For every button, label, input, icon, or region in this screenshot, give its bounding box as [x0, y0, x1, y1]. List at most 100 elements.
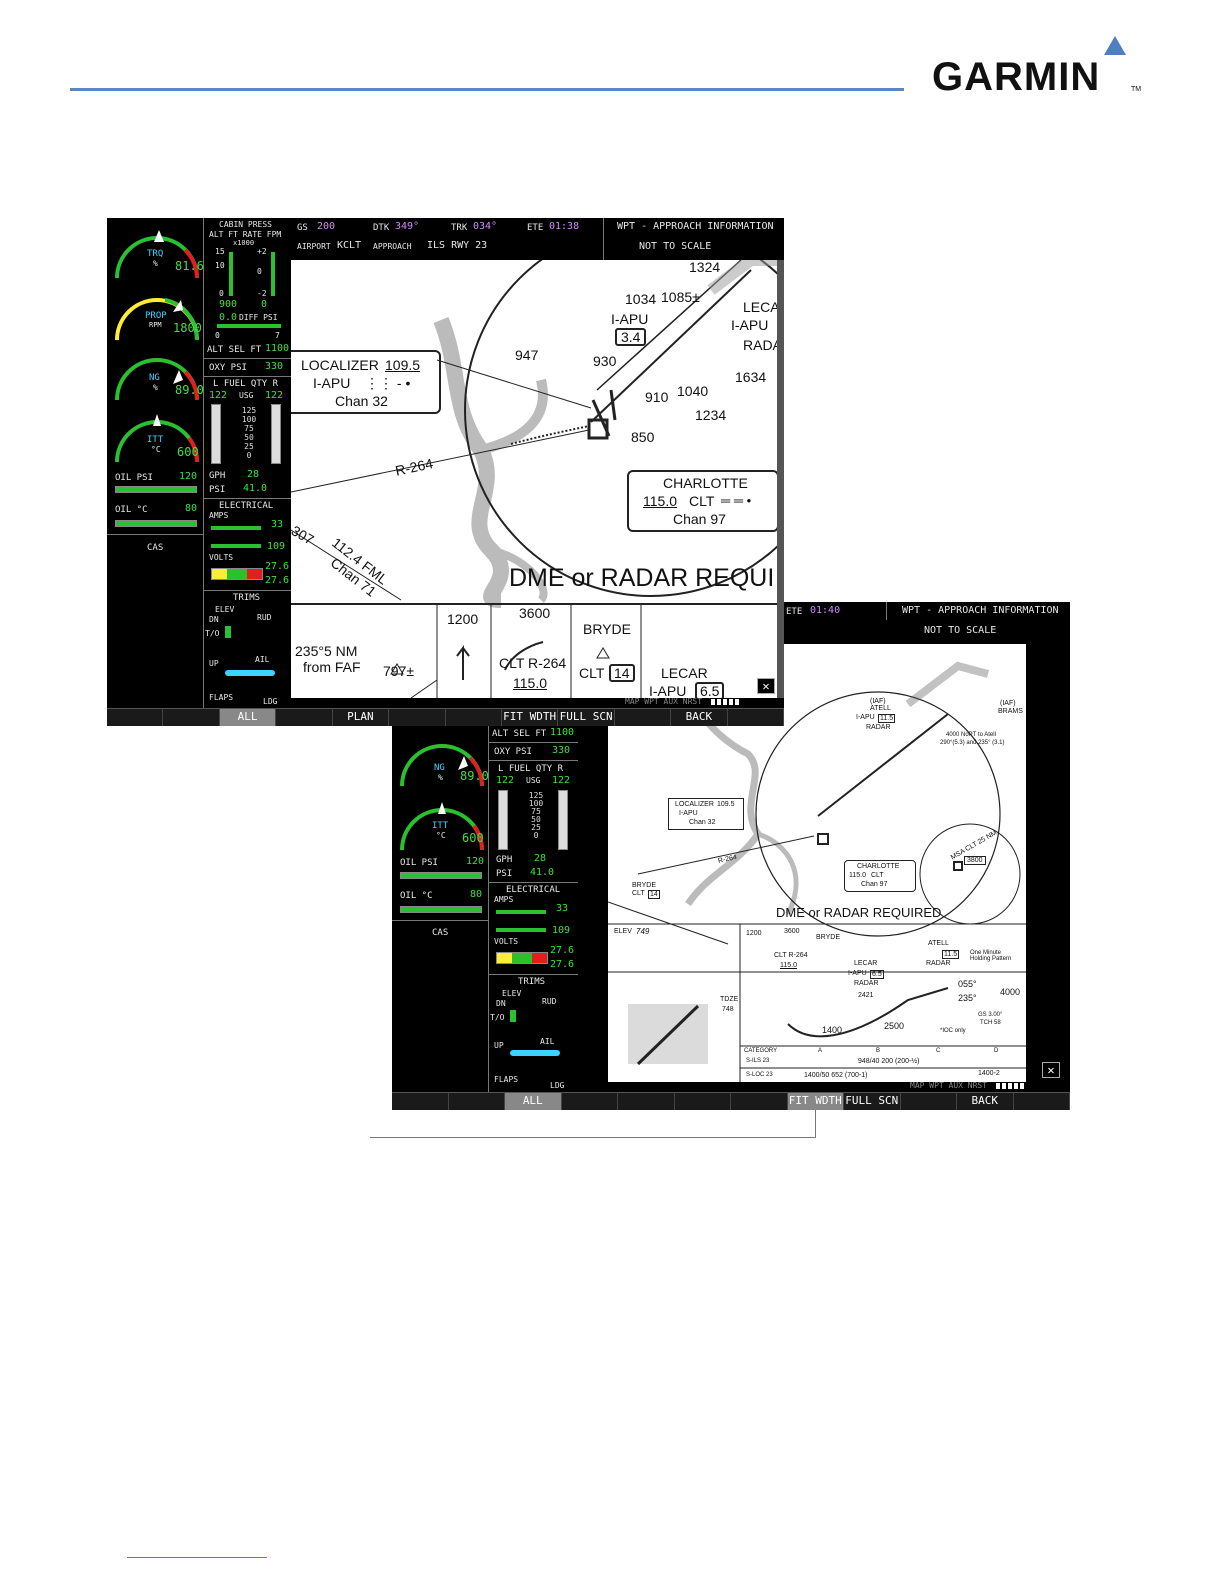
softkey-back[interactable]: BACK	[671, 708, 728, 726]
softkey-full-screen[interactable]: FULL SCN	[558, 708, 615, 726]
chart-scrollbar[interactable]	[777, 260, 784, 698]
volts-2-value: 27.6	[550, 959, 575, 970]
softkey-10[interactable]	[900, 1092, 957, 1110]
rud-trim-label: RUD	[257, 613, 272, 622]
localizer-title: LOCALIZER	[675, 801, 714, 808]
psi-value: 41.0	[243, 483, 268, 494]
ng-unit: %	[438, 773, 443, 782]
softkey-7[interactable]	[445, 708, 502, 726]
ng-value: 89.0	[460, 769, 489, 783]
amps-2-value: 109	[267, 541, 286, 552]
softkey-4[interactable]	[561, 1092, 618, 1110]
softkey-back[interactable]: BACK	[957, 1092, 1014, 1110]
softkey-1[interactable]	[107, 708, 164, 726]
volts-1-value: 27.6	[265, 561, 290, 572]
oxy-label: OXY PSI	[494, 747, 532, 757]
softkey-4[interactable]	[276, 708, 333, 726]
oil-c-label: OIL °C	[400, 891, 433, 901]
atell-fix: ATELL	[870, 705, 891, 712]
fuel-left-gauge	[498, 790, 508, 850]
trims-title: TRIMS	[233, 593, 261, 603]
prop-label: PROP	[145, 311, 167, 321]
dtk-label: DTK	[373, 223, 390, 233]
volts-label: VOLTS	[209, 553, 234, 562]
charlotte-id: CLT	[871, 872, 884, 879]
close-icon[interactable]: ✕	[1042, 1062, 1060, 1078]
profile-1200: 1200	[746, 930, 762, 937]
itt-unit: °C	[436, 831, 446, 840]
softkey-7[interactable]	[731, 1092, 788, 1110]
softkey-fit-width[interactable]: FIT WDTH	[787, 1092, 844, 1110]
amps-bar-1	[211, 526, 261, 530]
page-group-dots	[711, 699, 741, 705]
amps-1-value: 33	[271, 519, 284, 530]
fuel-qty-title: L FUEL QTY R	[213, 379, 279, 389]
softkey-all[interactable]: ALL	[219, 708, 277, 726]
softkey-2[interactable]	[163, 708, 220, 726]
profile-lecar-radar: RADAR	[854, 980, 879, 987]
profile-2500: 2500	[884, 1021, 905, 1031]
trademark-mark: TM	[1131, 86, 1142, 93]
elev-trim-indicator	[225, 626, 231, 638]
charlotte-name: CHARLOTTE	[857, 863, 900, 870]
cabin-rate-scale-minus2: -2	[257, 289, 267, 298]
oil-temp-bar	[400, 906, 482, 913]
atell-iaf: (IAF)	[870, 698, 886, 705]
softkey-10[interactable]	[614, 708, 672, 726]
softkey-full-screen[interactable]: FULL SCN	[844, 1092, 901, 1110]
volts-1-value: 27.6	[550, 945, 575, 956]
elev-label: ELEV	[614, 928, 632, 935]
itt-label: ITT	[147, 435, 164, 445]
softkey-bar: ALL FIT WDTH FULL SCN BACK	[392, 1092, 1070, 1110]
ng-value: 89.0	[175, 383, 204, 397]
tdze-label: TDZE	[720, 996, 739, 1003]
trq-value: 81.6	[175, 259, 204, 273]
softkey-2[interactable]	[448, 1092, 505, 1110]
oil-c-value: 80	[185, 503, 198, 514]
softkey-6[interactable]	[389, 708, 446, 726]
softkey-1[interactable]	[392, 1092, 449, 1110]
softkey-5[interactable]	[618, 1092, 675, 1110]
elev-947: 947	[515, 347, 539, 363]
close-icon[interactable]: ✕	[757, 678, 775, 694]
amps-label: AMPS	[494, 895, 514, 904]
softkey-all[interactable]: ALL	[505, 1092, 562, 1110]
ete-value: 01:40	[810, 605, 841, 616]
fuel-right-value: 122	[265, 390, 284, 401]
ail-trim-label: AIL	[255, 655, 270, 664]
cabin-alt-bar	[229, 252, 233, 296]
charlotte-name: CHARLOTTE	[663, 475, 748, 491]
lecar-label: LECA	[743, 299, 779, 315]
top-nav-bar: GS 200 DTK 349° TRK 034° ETE 01:38 WPT -…	[291, 218, 784, 261]
cabin-rate-value: 0	[261, 299, 268, 310]
to-label: T/O	[205, 629, 220, 638]
softkey-plan[interactable]: PLAN	[332, 708, 390, 726]
softkey-6[interactable]	[674, 1092, 731, 1110]
charlotte-id: CLT	[689, 493, 715, 509]
profile-115: 115.0	[513, 675, 547, 691]
sloc-minimums: 1400/50 652 (700-1)	[804, 1072, 868, 1079]
gph-value: 28	[247, 469, 260, 480]
profile-797: 797±	[383, 663, 415, 679]
approach-chart-zoomed[interactable]: LOCALIZER 109.5 I-APU ⋮⋮ - • Chan 32 CHA…	[291, 260, 779, 698]
volts-2-value: 27.6	[265, 575, 290, 586]
softkey-12[interactable]	[727, 708, 784, 726]
itt-label: ITT	[432, 821, 449, 831]
category-label: CATEGORY	[744, 1048, 778, 1054]
gph-label: GPH	[496, 855, 513, 865]
oxy-value: 330	[265, 361, 284, 372]
bryde-fix: BRYDE	[632, 882, 656, 889]
bryde-clt: CLT	[632, 890, 645, 897]
softkey-12[interactable]	[1013, 1092, 1070, 1110]
profile-clt-r264: CLT R-264	[499, 655, 567, 671]
softkey-fit-width[interactable]: FIT WDTH	[501, 708, 559, 726]
alt-sel-label: ALT SEL FT	[492, 729, 547, 739]
fuel-left-value: 122	[496, 775, 515, 786]
oil-c-value: 80	[470, 889, 483, 900]
oxy-label: OXY PSI	[209, 363, 247, 373]
gph-value: 28	[534, 853, 547, 864]
localizer-chan: Chan 32	[335, 393, 388, 409]
psi-value: 41.0	[530, 867, 555, 878]
cabin-multiplier: x1000	[233, 239, 255, 247]
